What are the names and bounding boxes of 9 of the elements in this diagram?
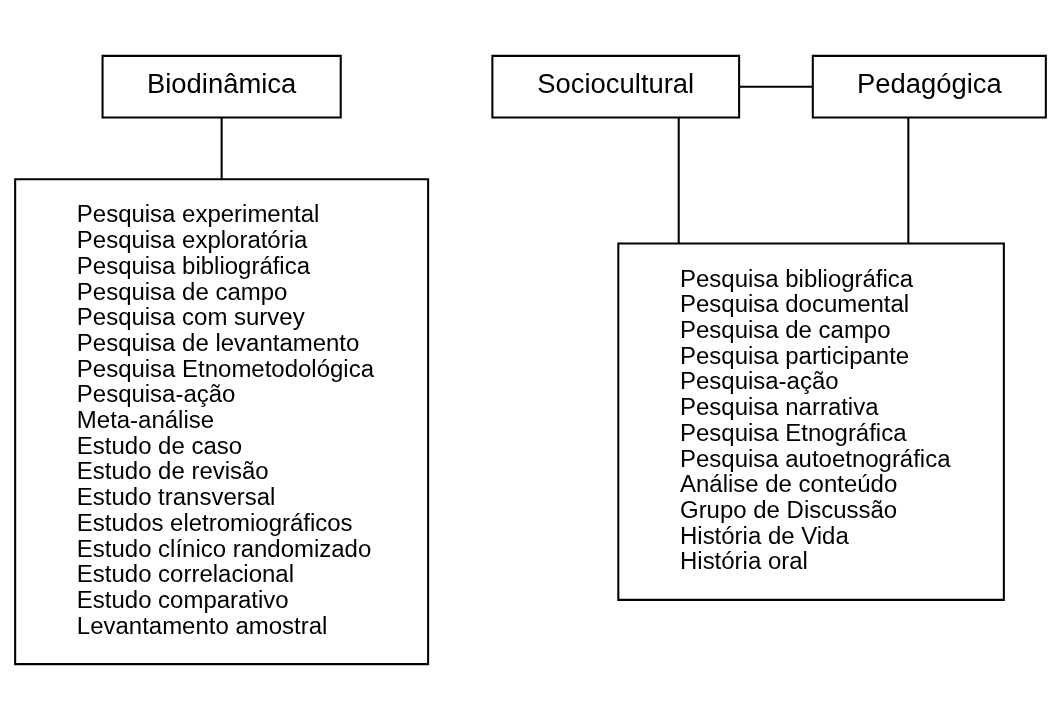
- node-box: Pedagógica: [811, 54, 1047, 119]
- node-box: Pesquisa bibliográfica Pesquisa documental Pesquisa de campo Pesquisa participante Pesquisa-ação Pesquisa narrativa Pesquisa Etnográfica Pesquisa autoetnográfica Análise de conteúdo Grupo de Discussão História de Vida História oral: [617, 242, 1005, 601]
- connector: [907, 117, 910, 244]
- connector: [739, 85, 813, 88]
- node-box: Pesquisa experimental Pesquisa exploratória Pesquisa bibliográfica Pesquisa de campo Pesquisa com survey Pesquisa de levantamento Pesquisa Etnometodológica Pesquisa-ação Meta-análise Estudo de caso Estudo de revisão Estudo transversal Estudos eletromiográficos Estudo clínico randomizado Estudo correlacional Estudo comparativo Levantamento amostral: [14, 178, 430, 666]
- connector: [677, 117, 680, 244]
- node-box: Biodinâmica: [101, 54, 342, 119]
- node-box: Sociocultural: [491, 54, 741, 119]
- connector: [220, 117, 223, 179]
